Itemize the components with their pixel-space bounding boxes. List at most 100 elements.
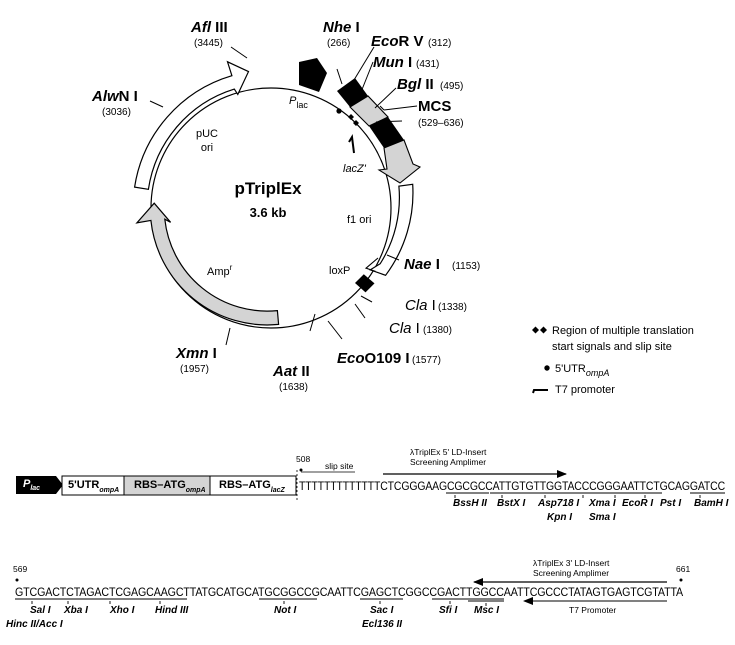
svg-text:(3036): (3036) <box>102 107 131 118</box>
loxp-box <box>355 274 375 293</box>
f1-ori-label: f1 ori <box>347 214 371 226</box>
plac-construct-arrow <box>16 476 63 494</box>
svg-text:Aat II: Aat II <box>272 363 310 380</box>
construct-rbs-ompa: RBS–ATGompA <box>134 479 206 494</box>
enzyme-asp718: Asp718 I <box>537 498 579 509</box>
site-nae: Nae I (1153) <box>404 256 480 273</box>
enzyme-bamh: BamH I <box>694 498 729 509</box>
site-ecorv: EcoR V (312) <box>371 33 451 50</box>
site-cla-1380: Cla I (1380) <box>389 320 452 337</box>
site-xmn: Xmn I (1957) <box>175 345 217 375</box>
t7-promoter-mark <box>348 134 355 154</box>
linear-construct: Plac 5'UTRompA RBS–ATGompA RBS–ATGlacZ <box>16 470 298 500</box>
dot-icon <box>544 365 550 371</box>
legend-diamond-line1: Region of multiple translation <box>552 325 694 337</box>
seq1-sequence: TTTTTTTTTTTTTCTCGGGAAGCGCGCCATTGTGTTGGTA… <box>299 481 725 493</box>
enzyme-sal: Sal I <box>30 605 51 616</box>
seq1-start: 508 <box>296 454 310 464</box>
rbs-lacz-box <box>209 475 297 496</box>
site-aat: Aat II (1638) <box>272 363 310 393</box>
start-signal-diamond <box>353 120 359 126</box>
diamond-icon <box>540 326 547 334</box>
plac-label: Plac <box>289 95 308 110</box>
diamond-icon <box>532 326 539 334</box>
puc-ori-feature <box>236 46 252 63</box>
svg-text:Nhe I: Nhe I <box>323 19 360 36</box>
site-alwn: AlwN I (3036) <box>91 88 138 118</box>
utr-dot <box>336 108 342 114</box>
site-eco0109: EcoO109 I (1577) <box>337 350 441 367</box>
enzyme-xho: Xho I <box>109 605 135 616</box>
seq2-amp2: Screening Amplimer <box>533 568 609 578</box>
plac-arrow <box>299 58 327 92</box>
svg-text:Afl III: Afl III <box>190 19 228 36</box>
svg-text:Bgl II: Bgl II <box>397 76 434 93</box>
sequence-block-1: 508 slip site λTriplEx 5' LD-Insert Scre… <box>296 447 729 523</box>
ampr-label: Ampr <box>207 263 233 278</box>
seq2-end: 661 <box>676 564 690 574</box>
enzyme-msc: Msc I <box>474 605 499 616</box>
plasmid-size: 3.6 kb <box>250 205 287 220</box>
enzyme-xba: Xba I <box>63 605 88 616</box>
construct-utr: 5'UTRompA <box>68 479 119 494</box>
enzyme-pst: Pst I <box>660 498 681 509</box>
svg-text:Cla I: Cla I <box>389 320 420 337</box>
svg-text:(431): (431) <box>416 59 439 70</box>
slip-site-label: slip site <box>325 461 354 471</box>
enzyme-xma: Xma I <box>588 498 616 509</box>
svg-text:Nae I: Nae I <box>404 256 440 273</box>
plasmid-map: pTriplEx 3.6 kb Plac lacZ' pUC ori f1 or… <box>91 19 480 393</box>
enzyme-sma: Sma I <box>589 512 616 523</box>
t7-bent-arrow-icon <box>532 389 548 394</box>
svg-text:(1153): (1153) <box>452 261 480 272</box>
enzyme-ecori: EcoR I <box>622 498 653 509</box>
svg-text:AlwN I: AlwN I <box>91 88 138 105</box>
loxp-label: loxP <box>329 265 350 277</box>
construct-rbs-lacz: RBS–ATGlacZ <box>219 479 285 494</box>
enzyme-hindiii: Hind III <box>155 605 189 616</box>
ampr-arrow <box>135 202 280 326</box>
enzyme-ecl136: Ecl136 II <box>362 619 402 630</box>
svg-text:(1957): (1957) <box>180 364 209 375</box>
plasmid-name: pTriplEx <box>234 179 302 198</box>
seq2-sequence: GTCGACTCTAGACTCGAGCAAGCTTATGCATGCATGCGGC… <box>15 587 683 599</box>
svg-text:(1338): (1338) <box>438 302 467 313</box>
lacz-arrow <box>377 139 422 184</box>
legend: Region of multiple translation start sig… <box>532 325 694 396</box>
enzyme-kpn: Kpn I <box>547 512 572 523</box>
site-cla-1338: Cla I (1338) <box>405 297 467 314</box>
mcs-block <box>369 117 404 148</box>
f1-ori-arrow <box>368 183 414 277</box>
ori-label: ori <box>201 142 213 154</box>
svg-text:EcoO109 I: EcoO109 I <box>337 350 410 367</box>
construct-plac: Plac <box>23 478 40 492</box>
svg-text:(1638): (1638) <box>279 382 308 393</box>
puc-ori-arrow <box>133 60 250 190</box>
enzyme-sfi: Sfi I <box>439 605 458 616</box>
svg-text:Mun I: Mun I <box>373 54 412 71</box>
svg-text:(1380): (1380) <box>423 325 452 336</box>
nhe-block <box>337 78 368 107</box>
seq1-amp1: λTriplEx 5' LD-Insert <box>410 447 487 457</box>
svg-text:Xmn I: Xmn I <box>175 345 217 362</box>
site-nhe: Nhe I (266) <box>323 19 360 49</box>
seq2-amp1: λTriplEx 3' LD-Insert <box>533 558 610 568</box>
enzyme-not: Not I <box>274 605 296 616</box>
enzyme-bstx: BstX I <box>497 498 526 509</box>
seq2-t7-label: T7 Promoter <box>569 605 616 615</box>
enzyme-bssh: BssH II <box>453 498 487 509</box>
svg-text:(312): (312) <box>428 38 451 49</box>
site-mcs: MCS (529–636) <box>418 98 464 129</box>
svg-text:EcoR V: EcoR V <box>371 33 424 50</box>
site-afl: Afl III (3445) <box>190 19 228 49</box>
site-mun: Mun I (431) <box>373 54 439 71</box>
enzyme-hinc-acc: Hinc II/Acc I <box>6 619 63 630</box>
legend-utr: 5'UTRompA <box>555 363 609 378</box>
seq1-amp2: Screening Amplimer <box>410 457 486 467</box>
lacz-label: lacZ' <box>343 163 367 175</box>
seq2-start: 569 <box>13 564 27 574</box>
legend-diamond-line2: start signals and slip site <box>552 341 672 353</box>
svg-text:(529–636): (529–636) <box>418 118 464 129</box>
svg-text:(495): (495) <box>440 81 463 92</box>
site-bgl: Bgl II (495) <box>397 76 463 93</box>
